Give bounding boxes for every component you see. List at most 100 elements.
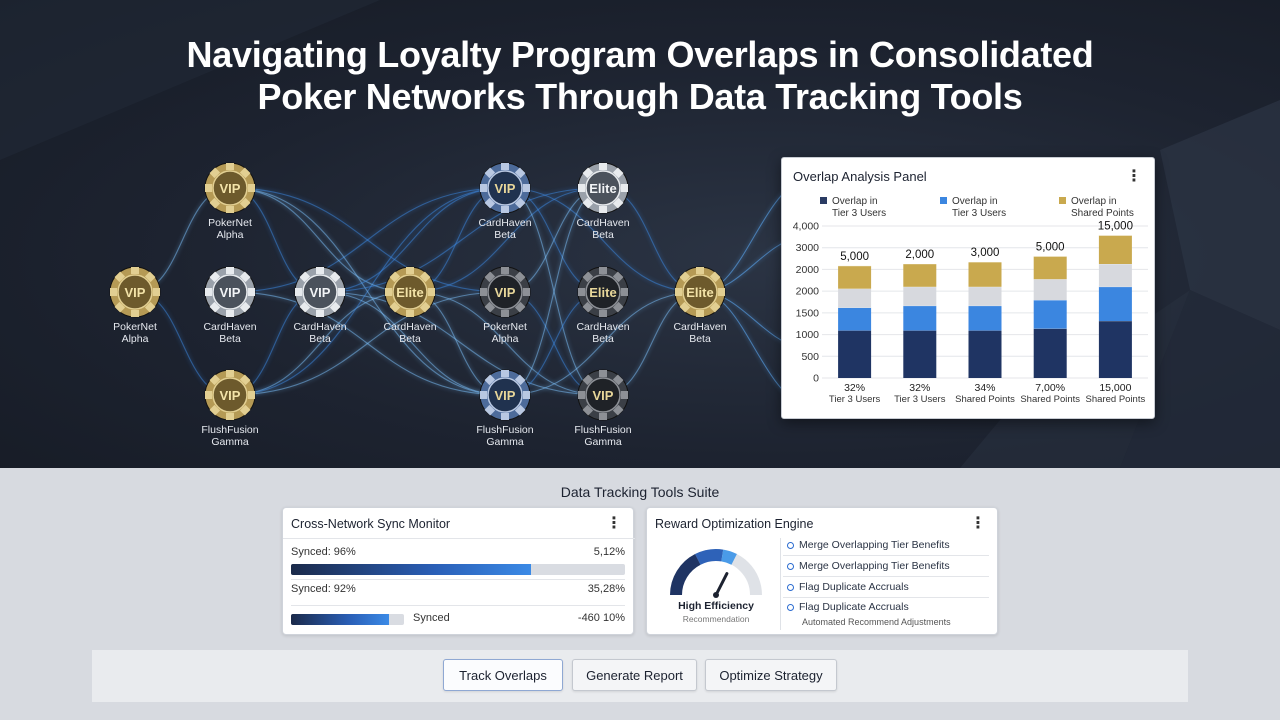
chip-notch (226, 310, 234, 317)
legend-item-2: Overlap in Tier 3 Users (940, 196, 1006, 220)
chip-notch (480, 288, 487, 296)
chip-inner (487, 170, 523, 206)
node-label: CardHaven (576, 321, 629, 333)
chip-notch (248, 391, 255, 399)
chip-notch (226, 163, 234, 170)
legend-text-2: Tier 3 Users (832, 208, 887, 219)
node-sublabel: Beta (309, 333, 331, 345)
chip-notch (144, 271, 156, 283)
bar-segment (968, 305, 1002, 331)
y-tick-label: 1500 (796, 307, 820, 319)
chip-notch (226, 413, 234, 420)
chip-notch (484, 374, 496, 386)
kebab-menu-icon[interactable]: ⋮ (1126, 168, 1142, 185)
node-sublabel: Gamma (211, 436, 249, 448)
x-tick-sublabel: Tier 3 Users (894, 394, 946, 405)
chip-notch (612, 167, 624, 179)
chip-notch (209, 301, 221, 313)
sync-monitor-card: Cross-Network Sync Monitor ⋮ Synced: 96%… (282, 507, 635, 635)
radio-icon (787, 542, 794, 549)
bar-segment (903, 286, 937, 306)
chip-badge-text: VIP (125, 285, 146, 300)
chip-notch (612, 404, 624, 416)
sync-row-1: Synced: 96% 5,12% (291, 546, 625, 558)
chip-notch (239, 301, 251, 313)
chip-inner (682, 274, 718, 310)
optimize-strategy-button[interactable]: Optimize Strategy (705, 659, 837, 691)
chip-notch (514, 167, 526, 179)
bar-segment (1033, 300, 1067, 329)
sync-progress-bar-1 (291, 564, 625, 575)
chip-notch (621, 288, 628, 296)
node-sublabel: Beta (689, 333, 711, 345)
x-tick-label: 32% (909, 382, 930, 394)
chip-notch (480, 391, 487, 399)
recommendation-item-4[interactable]: Flag Duplicate Accruals (787, 601, 909, 613)
chip-badge-text: VIP (220, 285, 241, 300)
chip-notch (209, 271, 221, 283)
node-label: FlushFusion (476, 424, 533, 436)
chip-notch (226, 370, 234, 377)
track-overlaps-button[interactable]: Track Overlaps (443, 659, 563, 691)
chip-notch (578, 288, 585, 296)
chip-notch (209, 167, 221, 179)
chip-badge-text: Elite (396, 285, 423, 300)
chip-notch (419, 271, 431, 283)
recommendation-footnote: Automated Recommend Adjustments (802, 617, 951, 627)
sync-status-row: Synced -460 10% (413, 612, 625, 624)
chip-badge-text: VIP (220, 388, 241, 403)
divider (780, 538, 781, 630)
page-title: Navigating Loyalty Program Overlaps in C… (0, 34, 1280, 118)
node-sublabel: Alpha (492, 333, 519, 345)
legend-text: Overlap in (1071, 196, 1117, 207)
bar-segment (968, 330, 1002, 378)
chip-notch (582, 404, 594, 416)
chip-badge-text: Elite (686, 285, 713, 300)
network-link (409, 187, 604, 293)
chip-notch (480, 184, 487, 192)
bar-segment (1098, 321, 1132, 378)
divider (283, 538, 635, 539)
chip-notch (484, 197, 496, 209)
generate-report-button[interactable]: Generate Report (572, 659, 697, 691)
recommendation-item-3[interactable]: Flag Duplicate Accruals (787, 581, 909, 593)
kebab-menu-icon[interactable]: ⋮ (606, 515, 622, 532)
chip-notch (514, 374, 526, 386)
chip-notch (209, 374, 221, 386)
chip-inner (117, 274, 153, 310)
gauge-fill (721, 549, 737, 565)
chip-notch (205, 288, 212, 296)
bar-segment (1098, 264, 1132, 287)
gauge-fill (695, 549, 724, 565)
recommendation-item-1[interactable]: Merge Overlapping Tier Benefits (787, 539, 950, 551)
kebab-menu-icon[interactable]: ⋮ (970, 515, 986, 532)
bar-top-label: 15,000 (1098, 221, 1133, 233)
chip-notch (295, 288, 302, 296)
sync-row-label: Synced: 96% (291, 546, 356, 558)
chip-notch (612, 197, 624, 209)
chip-inner (487, 377, 523, 413)
network-link (229, 187, 506, 396)
chip-notch (338, 288, 345, 296)
chip-inner (585, 377, 621, 413)
chip-badge-text: VIP (495, 388, 516, 403)
chip-notch (153, 288, 160, 296)
legend-text-2: Tier 3 Users (952, 208, 1007, 219)
legend-text: Overlap in (832, 196, 878, 207)
chip-notch (239, 271, 251, 283)
node-label: CardHaven (576, 217, 629, 229)
chip-notch (501, 267, 509, 274)
node-sublabel: Beta (494, 229, 516, 241)
recommendation-item-2[interactable]: Merge Overlapping Tier Benefits (787, 560, 950, 572)
divider (783, 597, 989, 598)
divider (291, 605, 625, 606)
y-tick-label: 4,000 (793, 221, 819, 233)
node-label: CardHaven (203, 321, 256, 333)
chip-badge-text: Elite (589, 181, 616, 196)
recommendation-text: Merge Overlapping Tier Benefits (799, 539, 950, 551)
bar-top-label: 5,000 (840, 251, 869, 263)
sync-row-2: Synced: 92% 35,28% (291, 583, 625, 595)
legend-text-2: Shared Points (1071, 208, 1134, 219)
